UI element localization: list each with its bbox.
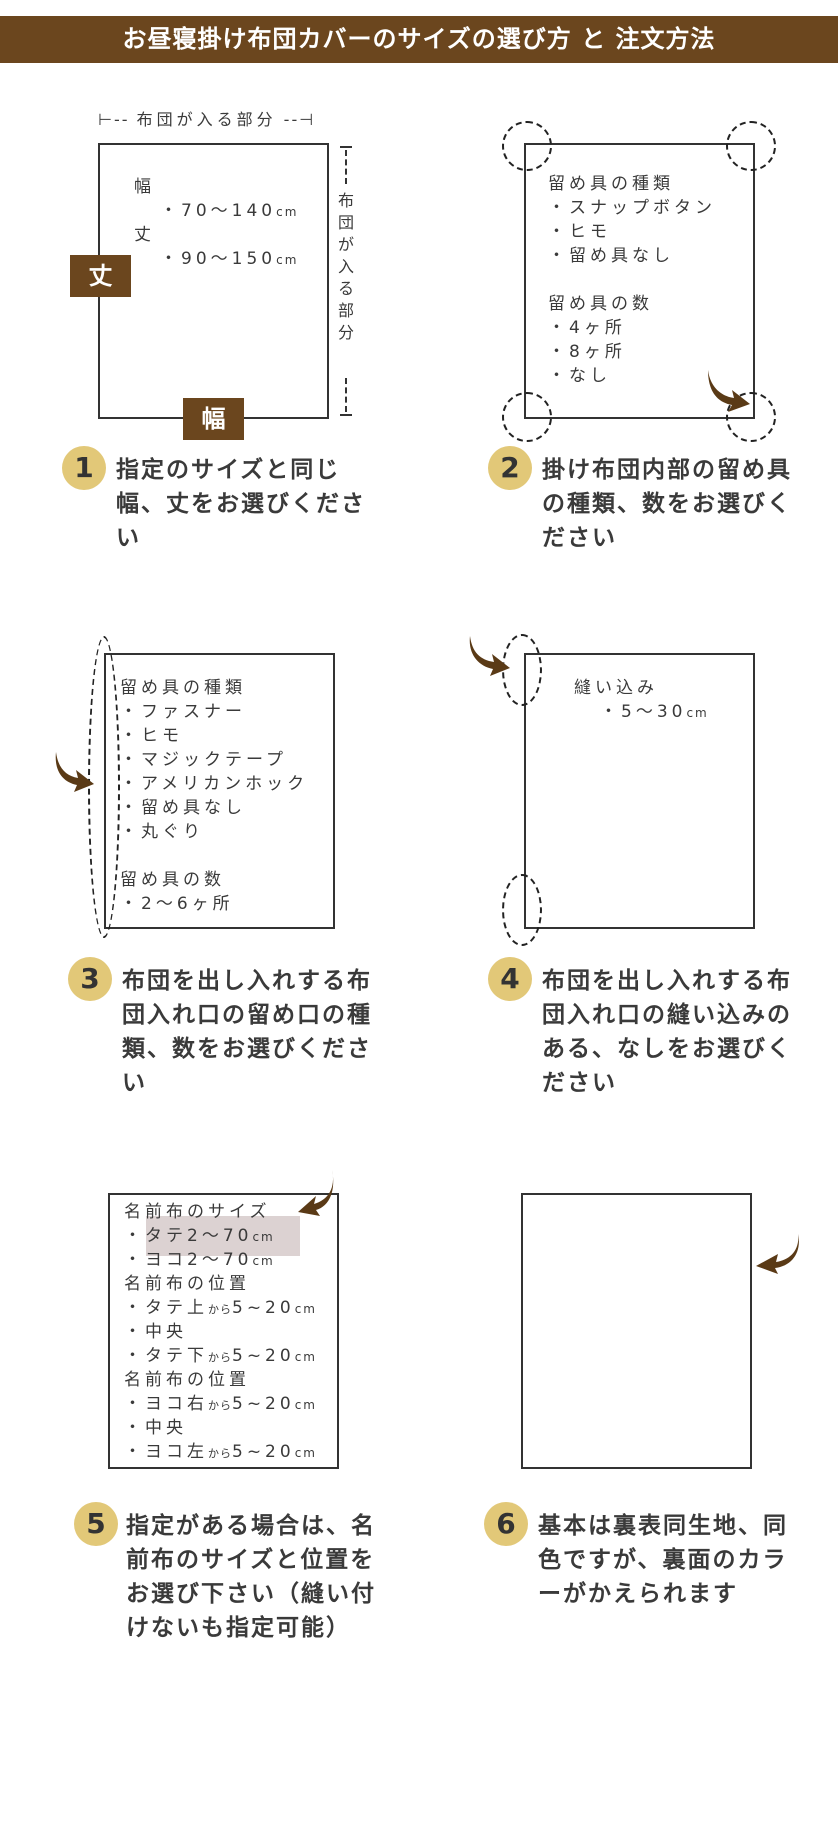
dimension-height-bottom-dash bbox=[337, 378, 355, 418]
name-tag-position-item: ・ヨコ右から5~20cm bbox=[124, 1394, 317, 1414]
opening-count-heading: 留め具の数 bbox=[120, 870, 225, 890]
step-badge-1: 1 bbox=[62, 446, 106, 490]
highlight-area bbox=[146, 1216, 300, 1256]
corner-marker-top-right bbox=[726, 121, 776, 171]
seam-allowance-heading: 縫い込み bbox=[574, 678, 658, 698]
page-header: お昼寝掛け布団カバーのサイズの選び方 と 注文方法 bbox=[0, 16, 838, 63]
step-1-instruction: 指定のサイズと同じ幅、丈をお選びください bbox=[116, 457, 366, 551]
curved-arrow-icon bbox=[756, 1234, 799, 1274]
step-3-instruction: 布団を出し入れする布団入れ口の留め口の種類、数をお選びください bbox=[122, 968, 372, 1096]
step-badge-6: 6 bbox=[484, 1502, 528, 1546]
opening-types-heading: 留め具の種類 bbox=[120, 678, 246, 698]
reverse-color-diagram-box bbox=[521, 1193, 752, 1469]
fastener-type-item: ・ヒモ bbox=[548, 222, 611, 242]
opening-type-item: ・ヒモ bbox=[120, 726, 183, 746]
opening-type-item: ・マジックテープ bbox=[120, 750, 287, 770]
corner-marker-top-left bbox=[502, 121, 552, 171]
opening-type-item: ・留め具なし bbox=[120, 798, 246, 818]
opening-type-item: ・アメリカンホック bbox=[120, 774, 309, 794]
curved-arrow-icon bbox=[469, 636, 510, 676]
length-range: ・90～150cm bbox=[160, 249, 299, 269]
curved-arrow-icon bbox=[55, 752, 94, 792]
fastener-count-item: ・8ヶ所 bbox=[548, 342, 626, 362]
opening-type-item: ・ファスナー bbox=[120, 702, 246, 722]
curved-arrow-icon bbox=[298, 1170, 334, 1216]
dimension-height-top-dash bbox=[337, 146, 355, 186]
step-6-instruction: 基本は裏表同生地、同色ですが、裏面のカラーがかえられます bbox=[538, 1513, 788, 1607]
step-badge-3: 3 bbox=[68, 957, 112, 1001]
step-2-instruction: 掛け布団内部の留め具の種類、数をお選びください bbox=[542, 457, 792, 551]
fastener-diagram-box bbox=[524, 143, 755, 419]
dimension-height-label: 布団が入る部分 bbox=[337, 191, 354, 342]
fastener-type-item: ・留め具なし bbox=[548, 246, 674, 266]
opening-edge-marker bbox=[88, 636, 120, 938]
name-tag-size-item: ・タテ2～70cm bbox=[124, 1226, 275, 1246]
seam-marker-bottom bbox=[502, 874, 542, 946]
step-badge-5: 5 bbox=[74, 1502, 118, 1546]
futon-diagram-box bbox=[98, 143, 329, 419]
name-tag-position-heading: 名前布の位置 bbox=[124, 1274, 250, 1294]
name-tag-diagram-box bbox=[108, 1193, 339, 1469]
corner-marker-bottom-left bbox=[502, 392, 552, 442]
width-range: ・70～140cm bbox=[160, 201, 299, 221]
curved-arrow-icon bbox=[708, 370, 750, 412]
name-tag-position-item: ・タテ上から5~20cm bbox=[124, 1298, 317, 1318]
fastener-count-heading: 留め具の数 bbox=[548, 294, 653, 314]
corner-marker-bottom-right bbox=[726, 392, 776, 442]
step-badge-2: 2 bbox=[488, 446, 532, 490]
name-tag-position-heading: 名前布の位置 bbox=[124, 1370, 250, 1390]
width-tag: 幅 bbox=[183, 398, 244, 440]
name-tag-position-item: ・タテ下から5~20cm bbox=[124, 1346, 317, 1366]
fastener-types-heading: 留め具の種類 bbox=[548, 174, 674, 194]
step-5-instruction: 指定がある場合は、名前布のサイズと位置をお選び下さい（縫い付けないも指定可能） bbox=[126, 1513, 376, 1641]
fastener-count-item: ・なし bbox=[548, 366, 611, 386]
fastener-count-item: ・4ヶ所 bbox=[548, 318, 626, 338]
seam-allowance-range: ・5～30cm bbox=[600, 702, 709, 722]
name-tag-size-item: ・ヨコ2～70cm bbox=[124, 1250, 275, 1270]
name-tag-position-item: ・中央 bbox=[124, 1322, 187, 1342]
opening-count-item: ・2～6ヶ所 bbox=[120, 894, 234, 914]
name-tag-position-item: ・中央 bbox=[124, 1418, 187, 1438]
width-label: 幅 bbox=[134, 177, 155, 197]
fastener-type-item: ・スナップボタン bbox=[548, 198, 716, 218]
name-tag-size-heading: 名前布のサイズ bbox=[124, 1202, 271, 1222]
length-tag: 丈 bbox=[70, 255, 131, 297]
opening-type-item: ・丸ぐり bbox=[120, 822, 204, 842]
seam-allowance-diagram-box bbox=[524, 653, 755, 929]
length-label: 丈 bbox=[134, 225, 155, 245]
step-badge-4: 4 bbox=[488, 957, 532, 1001]
step-4-instruction: 布団を出し入れする布団入れ口の縫い込みのある、なしをお選びください bbox=[542, 968, 792, 1096]
dimension-width-label: ⊢-- 布団が入る部分 --⊣ bbox=[98, 110, 316, 129]
name-tag-position-item: ・ヨコ左から5~20cm bbox=[124, 1442, 317, 1462]
